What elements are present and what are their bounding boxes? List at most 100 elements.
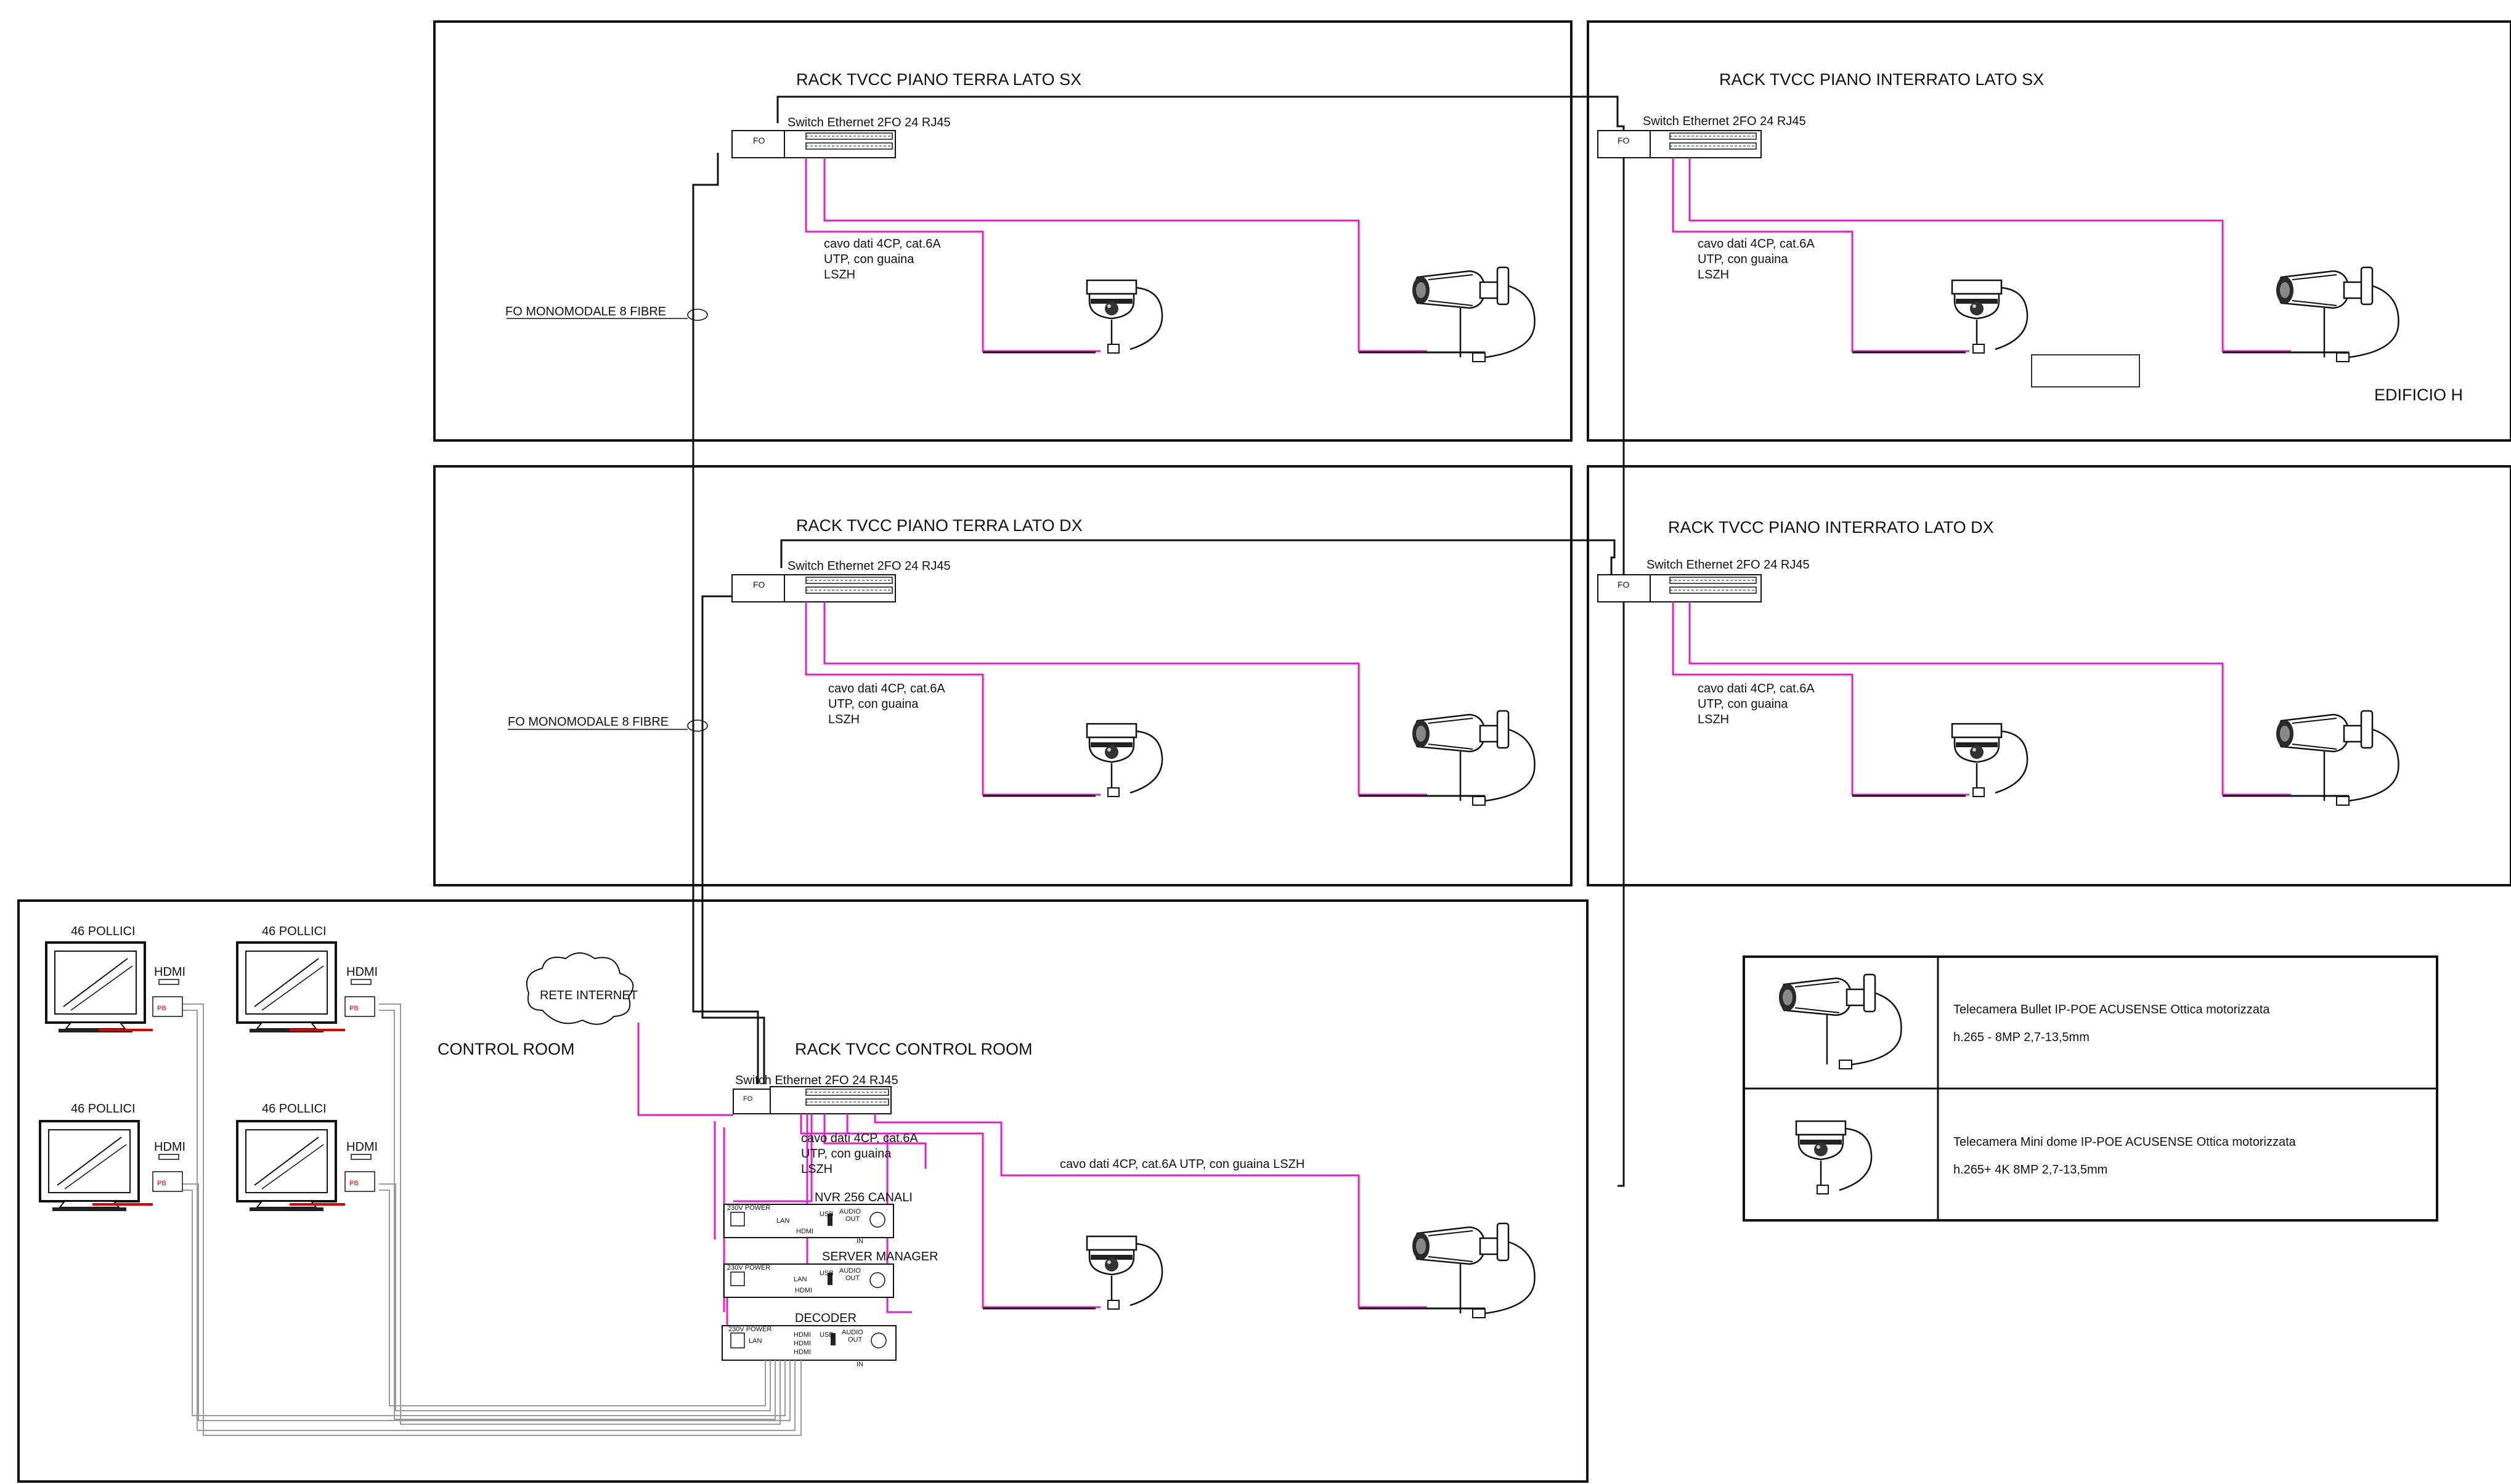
frame-piano-terra-dx: [433, 465, 1573, 886]
svg-text:230V POWER: 230V POWER: [728, 1326, 771, 1333]
frame-piano-terra-sx: [433, 20, 1573, 442]
svg-text:HDMI: HDMI: [346, 1140, 378, 1154]
cable-label-2: UTP, con guaina: [1698, 697, 1788, 711]
svg-text:HDMI: HDMI: [346, 965, 378, 979]
svg-text:46 POLLICI: 46 POLLICI: [262, 925, 327, 938]
cable-label-3: LSZH: [1698, 268, 1729, 282]
bullet-camera-icon: [1411, 266, 1536, 363]
internet-label: RETE INTERNET: [540, 989, 638, 1002]
bullet-camera-icon: [1411, 1222, 1536, 1319]
cable-label-2: UTP, con guaina: [801, 1147, 892, 1161]
svg-text:HDMI: HDMI: [154, 1140, 185, 1154]
legend-bullet-line-1: Telecamera Bullet IP-POE ACUSENSE Ottica…: [1953, 1003, 2270, 1016]
cable-label-2: UTP, con guaina: [828, 697, 919, 711]
fo-label: FO: [1618, 136, 1630, 145]
frame-piano-interrato-dx: [1587, 465, 2511, 886]
monitor-icon: [39, 1120, 140, 1212]
svg-text:LAN: LAN: [749, 1337, 762, 1345]
monitor-icon: [236, 1120, 337, 1212]
svg-text:AUDIO: AUDIO: [842, 1329, 863, 1336]
legend-dome-line-2: h.265+ 4K 8MP 2,7-13,5mm: [1953, 1163, 2107, 1177]
rack-title: RACK TVCC PIANO TERRA LATO DX: [796, 516, 1083, 535]
svg-text:LAN: LAN: [776, 1217, 789, 1225]
svg-text:USB: USB: [820, 1331, 834, 1339]
svg-text:OUT: OUT: [848, 1336, 863, 1344]
fo-label: FO: [753, 136, 765, 145]
monitor-1: 46 POLLICI HDMI PB: [45, 925, 185, 1034]
svg-text:PB: PB: [349, 1180, 359, 1187]
fo-label: FO: [743, 1095, 753, 1103]
dome-camera-icon: [1086, 279, 1163, 354]
monitor-icon: [236, 941, 337, 1034]
svg-text:46 POLLICI: 46 POLLICI: [262, 1102, 327, 1116]
svg-text:LAN: LAN: [794, 1276, 807, 1283]
decoder-label: DECODER: [795, 1312, 857, 1325]
dome-camera-icon: [1086, 723, 1163, 798]
dome-camera-icon: [1951, 279, 2029, 354]
dome-camera-icon: [1951, 723, 2029, 798]
svg-text:230V POWER: 230V POWER: [727, 1264, 770, 1271]
svg-text:46 POLLICI: 46 POLLICI: [71, 925, 136, 938]
nvr-label: NVR 256 CANALI: [815, 1191, 913, 1204]
svg-text:AUDIO: AUDIO: [839, 1267, 861, 1275]
dome-camera-icon: [1086, 1235, 1163, 1310]
rack-title: RACK TVCC PIANO INTERRATO LATO DX: [1668, 518, 1994, 537]
cable-label-2: UTP, con guaina: [824, 253, 914, 266]
cable-long-label: cavo dati 4CP, cat.6A UTP, con guaina LS…: [1060, 1158, 1304, 1171]
svg-text:PB: PB: [157, 1005, 166, 1012]
frame-control-room: [17, 899, 1589, 1483]
internet-cloud-icon: [526, 952, 634, 1025]
fiber-links: [507, 95, 1625, 1187]
control-room-label: CONTROL ROOM: [437, 1040, 575, 1058]
svg-text:IN: IN: [857, 1361, 863, 1368]
frame-piano-interrato-sx: [1587, 20, 2511, 442]
cable-label-1: cavo dati 4CP, cat.6A: [801, 1132, 918, 1145]
nvr-device: 230V POWER LAN HDMI USB AUDIO OUT IN: [723, 1204, 894, 1245]
cable-label-2: UTP, con guaina: [1698, 253, 1788, 266]
svg-text:46 POLLICI: 46 POLLICI: [71, 1102, 136, 1116]
bullet-camera-icon: [2275, 710, 2399, 806]
svg-text:AUDIO: AUDIO: [839, 1208, 861, 1215]
svg-text:HDMI: HDMI: [796, 1228, 813, 1235]
rack-title: RACK TVCC PIANO TERRA LATO SX: [796, 70, 1081, 89]
cable-label-1: cavo dati 4CP, cat.6A: [824, 237, 941, 251]
svg-text:USB: USB: [820, 1210, 834, 1218]
cable-label-3: LSZH: [824, 268, 855, 282]
svg-text:PB: PB: [349, 1005, 359, 1012]
switch-label: Switch Ethernet 2FO 24 RJ45: [1646, 558, 1810, 572]
fo-panel: [731, 130, 785, 158]
fo-label: FO: [753, 580, 765, 590]
empty-label-box: [2031, 354, 2140, 387]
cable-label-1: cavo dati 4CP, cat.6A: [828, 682, 945, 695]
cable-label-1: cavo dati 4CP, cat.6A: [1698, 682, 1815, 695]
svg-text:OUT: OUT: [845, 1275, 860, 1282]
rack-terra-dx: RACK TVCC PIANO TERRA LATO DX Switch Eth…: [508, 516, 1536, 806]
legend: Telecamera Bullet IP-POE ACUSENSE Ottica…: [1743, 955, 2438, 1222]
svg-text:OUT: OUT: [845, 1215, 860, 1223]
hdmi-cables: [182, 1004, 802, 1436]
fo-panel: [1597, 574, 1651, 602]
rack-title: RACK TVCC PIANO INTERRATO LATO SX: [1719, 70, 2044, 89]
server-device: 230V POWER LAN HDMI USB AUDIO OUT: [723, 1263, 894, 1298]
fiber-label: FO MONOMODALE 8 FIBRE: [505, 305, 666, 318]
decoder-device: 230V POWER LAN HDMI HDMI HDMI USB AUDIO …: [722, 1325, 897, 1368]
monitor-icon: [45, 941, 146, 1034]
rack-interrato-dx: RACK TVCC PIANO INTERRATO LATO DX Switch…: [1597, 518, 2399, 806]
svg-text:HDMI: HDMI: [794, 1348, 811, 1356]
server-label: SERVER MANAGER: [822, 1250, 938, 1263]
cable-label-3: LSZH: [828, 713, 860, 726]
fiber-label: FO MONOMODALE 8 FIBRE: [508, 715, 669, 729]
legend-bullet-line-2: h.265 - 8MP 2,7-13,5mm: [1953, 1031, 2090, 1044]
switch-label: Switch Ethernet 2FO 24 RJ45: [787, 559, 951, 573]
cable-label-1: cavo dati 4CP, cat.6A: [1698, 237, 1815, 251]
control-room: CONTROL ROOM RACK TVCC CONTROL ROOM RETE…: [39, 925, 1536, 1436]
monitor-4: 46 POLLICI HDMI PB: [236, 1102, 378, 1212]
svg-text:HDMI: HDMI: [795, 1287, 812, 1294]
cable-label-3: LSZH: [1698, 713, 1729, 726]
switch-label: Switch Ethernet 2FO 24 RJ45: [787, 116, 951, 129]
svg-text:IN: IN: [857, 1238, 863, 1245]
rack-title: RACK TVCC CONTROL ROOM: [795, 1040, 1033, 1058]
cable-label-3: LSZH: [801, 1162, 832, 1176]
bullet-camera-icon: [2275, 266, 2399, 363]
